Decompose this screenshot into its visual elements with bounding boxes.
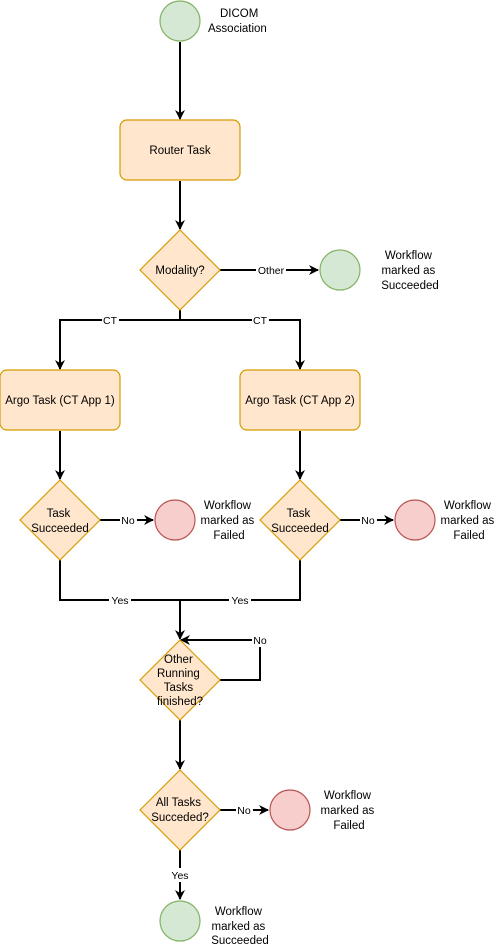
- other-tasks-decision: [139, 639, 221, 721]
- edges: [55, 42, 394, 900]
- final-succeeded-label: Workflow marked as Succeeded: [211, 906, 269, 947]
- edge-label-no-loop: No: [253, 635, 267, 647]
- task1-decision: [19, 479, 101, 561]
- modality-decision-label: Modality?: [155, 265, 204, 277]
- edge-label-no-all: No: [237, 805, 251, 817]
- all-failed-label: Workflow marked as Failed: [321, 790, 378, 832]
- edge-task1-yes: [59, 560, 180, 601]
- edge-modality-ct-left: [55, 309, 181, 370]
- edge-label-yes-all: Yes: [171, 870, 188, 882]
- all-tasks-decision: [139, 769, 221, 851]
- task2-failed-label: Workflow marked as Failed: [441, 500, 498, 542]
- final-succeeded-node: [159, 900, 201, 942]
- start-node: [159, 0, 201, 42]
- argo-task-2-label: Argo Task (CT App 2): [245, 395, 355, 407]
- edge-modality-ct-right: [180, 319, 305, 370]
- edge-label-no-task1: No: [121, 515, 135, 527]
- task1-failed-node: [154, 499, 196, 541]
- edge-label-ct-right: CT: [253, 315, 268, 327]
- argo-task-2-box: [239, 369, 361, 431]
- task1-decision-label: Task Succeeded: [31, 508, 89, 535]
- edge-label-other: Other: [258, 265, 285, 277]
- all-failed-node: [269, 789, 311, 831]
- edge-task2-yes: [180, 560, 301, 601]
- edge-label-yes-task2: Yes: [231, 595, 248, 607]
- edge-labels: Other CT CT No No Yes Yes No No Yes: [102, 263, 377, 882]
- edge-loop-no: [180, 635, 261, 681]
- task2-decision: [259, 479, 341, 561]
- start-label-line2: Association: [208, 23, 267, 35]
- modality-other-end-label: Workflow marked as Succeeded: [381, 250, 439, 292]
- start-label: DICOM: [220, 8, 258, 20]
- modality-decision: [139, 229, 221, 311]
- edge-label-yes-task1: Yes: [111, 595, 128, 607]
- argo-task-1-box: [0, 369, 121, 431]
- task2-decision-label: Task Succeeded: [271, 508, 329, 535]
- modality-other-end-node: [319, 249, 361, 291]
- router-task-box: [119, 119, 241, 181]
- edge-label-no-task2: No: [361, 515, 375, 527]
- task1-failed-label: Workflow marked as Failed: [201, 500, 258, 542]
- task2-failed-node: [394, 499, 436, 541]
- all-tasks-decision-label: All Tasks Succeded?: [151, 797, 209, 824]
- router-task-label: Router Task: [149, 145, 210, 157]
- other-tasks-decision-label: Other Running Tasks finished?: [157, 654, 203, 708]
- edge-label-ct-left: CT: [103, 315, 118, 327]
- argo-task-1-label: Argo Task (CT App 1): [5, 395, 115, 407]
